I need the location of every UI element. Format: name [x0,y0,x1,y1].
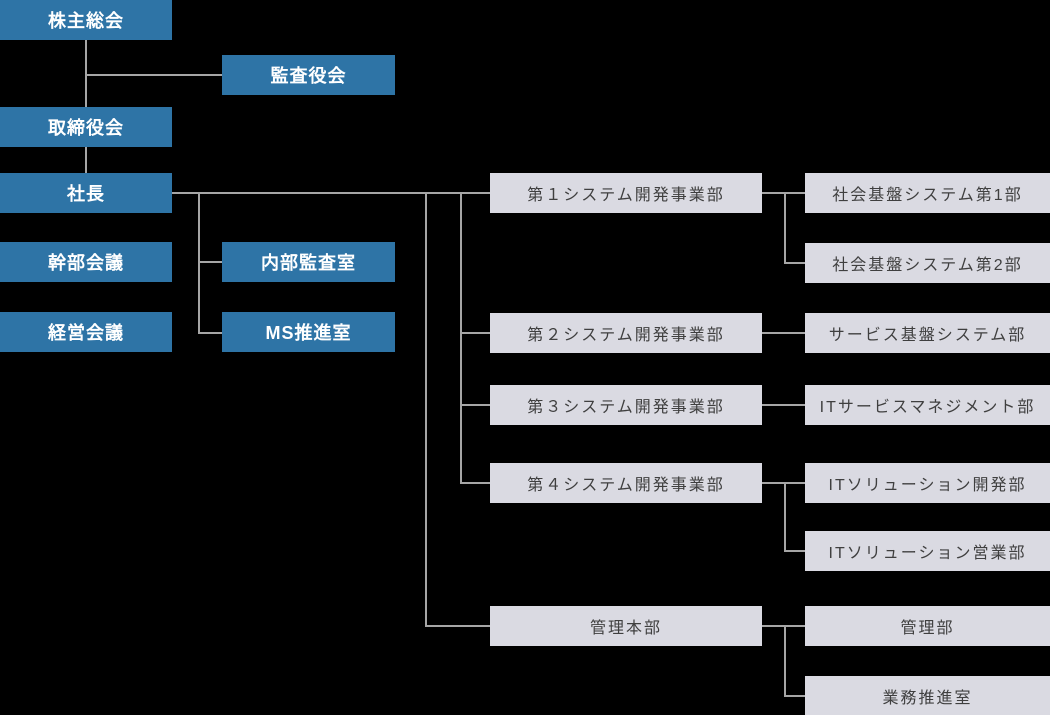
org-node-it-solution-dev-dept: ITソリューション開発部 [805,463,1050,503]
connector-line [85,40,87,107]
connector-line [172,192,490,194]
connector-line [425,192,427,627]
org-node-social-infra-system-dept-2: 社会基盤システム第2部 [805,243,1050,283]
connector-line [784,625,786,697]
connector-line [762,404,805,406]
connector-line [762,625,805,627]
org-node-ms-promotion-office: MS推進室 [222,312,395,352]
connector-line [85,74,222,76]
connector-line [198,261,222,263]
org-node-executive-meeting: 幹部会議 [0,242,172,282]
org-node-shareholders-meeting: 株主総会 [0,0,172,40]
connector-line [198,192,200,334]
org-node-system-dev-division-1: 第１システム開発事業部 [490,173,762,213]
connector-line [762,332,805,334]
org-node-board-of-directors: 取締役会 [0,107,172,147]
connector-line [460,192,462,484]
connector-line [460,482,490,484]
connector-line [198,332,222,334]
connector-line [85,147,87,173]
connector-line [425,625,490,627]
org-node-system-dev-division-3: 第３システム開発事業部 [490,385,762,425]
connector-line [784,262,805,264]
org-node-service-infra-system-dept: サービス基盤システム部 [805,313,1050,353]
connector-line [460,404,490,406]
connector-line [784,192,786,264]
org-node-internal-audit-office: 内部監査室 [222,242,395,282]
connector-line [784,482,786,552]
org-node-admin-dept: 管理部 [805,606,1050,646]
connector-line [784,695,805,697]
connector-line [784,550,805,552]
org-node-admin-headquarters: 管理本部 [490,606,762,646]
org-node-it-service-management-dept: ITサービスマネジメント部 [805,385,1050,425]
org-node-audit-committee: 監査役会 [222,55,395,95]
org-node-business-promotion-office: 業務推進室 [805,676,1050,715]
connector-line [762,192,805,194]
org-node-it-solution-sales-dept: ITソリューション営業部 [805,531,1050,571]
connector-line [460,332,490,334]
org-node-system-dev-division-2: 第２システム開発事業部 [490,313,762,353]
org-node-president: 社長 [0,173,172,213]
org-node-system-dev-division-4: 第４システム開発事業部 [490,463,762,503]
connector-line [762,482,805,484]
org-node-social-infra-system-dept-1: 社会基盤システム第1部 [805,173,1050,213]
org-node-management-meeting: 経営会議 [0,312,172,352]
